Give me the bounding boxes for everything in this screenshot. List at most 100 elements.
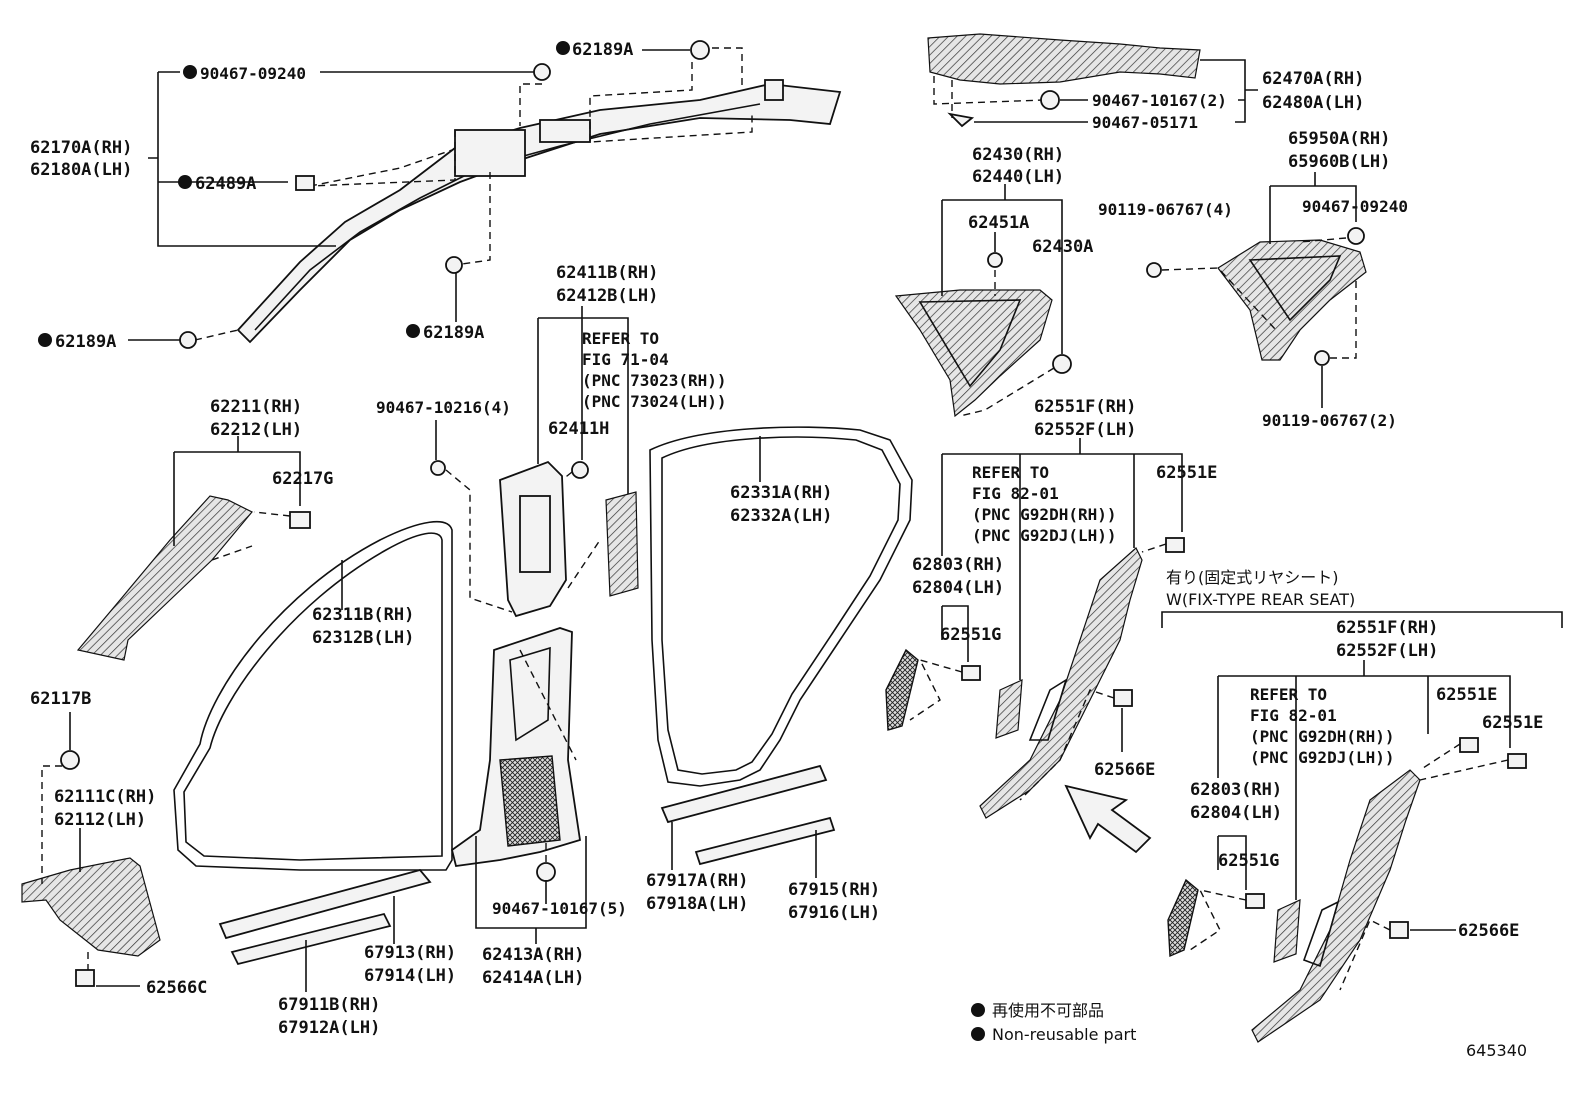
label-90467-10167-5[interactable]: 90467-10167(5) (492, 899, 627, 918)
label-90119-06767-4[interactable]: 90119-06767(4) (1098, 200, 1233, 219)
part-62331A-shape[interactable] (649, 426, 913, 787)
label-62212[interactable]: 62212(LH) (210, 420, 302, 440)
label-62551G-a[interactable]: 62551G (940, 625, 1001, 645)
label-62112[interactable]: 62112(LH) (54, 810, 146, 830)
clip-62551G-b-shape[interactable] (1245, 893, 1265, 909)
clip-62189A-top-shape[interactable] (690, 40, 710, 60)
clip-90467-10216-shape[interactable] (430, 460, 446, 476)
label-67915[interactable]: 67915(RH) (788, 880, 880, 900)
label-62803-b[interactable]: 62803(RH) (1190, 780, 1282, 800)
clip-62551E-a-shape[interactable] (1165, 537, 1185, 553)
clip-62217G-shape[interactable] (289, 511, 311, 529)
label-90467-09240-right[interactable]: 90467-09240 (1302, 197, 1408, 216)
label-62414A[interactable]: 62414A(LH) (482, 968, 584, 988)
label-62312B[interactable]: 62312B(LH) (312, 628, 414, 648)
label-67918A[interactable]: 67918A(LH) (646, 894, 748, 914)
label-62411H[interactable]: 62411H (548, 419, 609, 439)
part-62803-a-shape[interactable] (885, 648, 919, 731)
clip-62566C-shape[interactable] (75, 969, 95, 987)
clip-62551E-b1-shape[interactable] (1459, 737, 1479, 753)
label-62217G[interactable]: 62217G (272, 469, 333, 489)
label-62551E-b1[interactable]: 62551E (1436, 685, 1497, 705)
part-refer-71-04-shape[interactable] (605, 491, 639, 597)
label-62117B[interactable]: 62117B (30, 689, 91, 709)
label-62551F-a[interactable]: 62551F(RH) (1034, 397, 1136, 417)
clip-62451A-shape[interactable] (987, 252, 1003, 268)
label-62480A[interactable]: 62480A(LH) (1262, 93, 1364, 113)
clip-62189A-mid-shape[interactable] (445, 256, 463, 274)
clip-62117B-shape[interactable] (60, 750, 80, 770)
label-62552F-a[interactable]: 62552F(LH) (1034, 420, 1136, 440)
part-67915-shape[interactable] (694, 816, 836, 866)
label-62551G-b[interactable]: 62551G (1218, 851, 1279, 871)
label-65950A[interactable]: 65950A(RH) (1288, 129, 1390, 149)
part-refer-82-01-b-shape[interactable] (1273, 899, 1301, 963)
roof-side-garnish[interactable] (236, 83, 842, 344)
label-65960B[interactable]: 65960B(LH) (1288, 152, 1390, 172)
clip-90467-10167-5-shape[interactable] (536, 862, 556, 882)
label-62189A-mid[interactable]: 62189A (423, 323, 484, 343)
label-62430[interactable]: 62430(RH) (972, 145, 1064, 165)
label-62412B[interactable]: 62412B(LH) (556, 286, 658, 306)
clip-90467-10167-2-shape[interactable] (1040, 90, 1060, 110)
screw-90119-06767-2-shape[interactable] (1314, 350, 1330, 366)
label-62413A[interactable]: 62413A(RH) (482, 945, 584, 965)
clip-62189A-left-shape[interactable] (179, 331, 197, 349)
label-62451A[interactable]: 62451A (968, 213, 1029, 233)
label-62411B[interactable]: 62411B(RH) (556, 263, 658, 283)
label-67916[interactable]: 67916(LH) (788, 903, 880, 923)
clip-90467-05171-shape[interactable] (947, 112, 975, 128)
part-62311B-shape[interactable] (173, 520, 453, 871)
label-62211[interactable]: 62211(RH) (210, 397, 302, 417)
label-62566E-b[interactable]: 62566E (1458, 921, 1519, 941)
clip-90467-09240-right-shape[interactable] (1347, 227, 1365, 245)
clip-62551G-a-shape[interactable] (961, 665, 981, 681)
part-67911B-shape[interactable] (230, 912, 392, 966)
label-67912A[interactable]: 67912A(LH) (278, 1018, 380, 1038)
label-67917A[interactable]: 67917A(RH) (646, 871, 748, 891)
label-62804-b[interactable]: 62804(LH) (1190, 803, 1282, 823)
label-90467-10216[interactable]: 90467-10216(4) (376, 398, 511, 417)
label-67914[interactable]: 67914(LH) (364, 966, 456, 986)
part-67913-shape[interactable] (218, 868, 432, 940)
label-62180A[interactable]: 62180A(LH) (30, 160, 132, 180)
part-62470A-shape[interactable] (927, 33, 1201, 85)
label-62552F-b[interactable]: 62552F(LH) (1336, 641, 1438, 661)
clip-62489A-shape[interactable] (295, 175, 315, 191)
part-refer-82-01-a-shape[interactable] (995, 679, 1023, 739)
label-62566C[interactable]: 62566C (146, 978, 207, 998)
label-62189A-top[interactable]: 62189A (572, 40, 633, 60)
label-67913[interactable]: 67913(RH) (364, 943, 456, 963)
label-62311B[interactable]: 62311B(RH) (312, 605, 414, 625)
label-90467-10167-2[interactable]: 90467-10167(2) (1092, 91, 1227, 110)
part-67917A-shape[interactable] (660, 764, 828, 824)
part-62803-b-shape[interactable] (1167, 878, 1199, 958)
label-90467-05171[interactable]: 90467-05171 (1092, 113, 1198, 132)
clip-62411H-shape[interactable] (571, 461, 589, 479)
label-62551F-b[interactable]: 62551F(RH) (1336, 618, 1438, 638)
part-62111C-shape[interactable] (21, 857, 161, 957)
label-62551E-b2[interactable]: 62551E (1482, 713, 1543, 733)
label-62489A[interactable]: 62489A (195, 174, 256, 194)
label-62111C[interactable]: 62111C(RH) (54, 787, 156, 807)
label-62430A[interactable]: 62430A (1032, 237, 1093, 257)
label-62170A[interactable]: 62170A(RH) (30, 138, 132, 158)
label-62804-a[interactable]: 62804(LH) (912, 578, 1004, 598)
label-62566E-a[interactable]: 62566E (1094, 760, 1155, 780)
part-65950A-shape[interactable] (1217, 239, 1367, 361)
clip-62566E-a-shape[interactable] (1113, 689, 1133, 707)
label-90467-09240-top[interactable]: 90467-09240 (200, 64, 306, 83)
screw-90119-06767-4-shape[interactable] (1146, 262, 1162, 278)
label-62551E-a[interactable]: 62551E (1156, 463, 1217, 483)
clip-62430A-shape[interactable] (1052, 354, 1072, 374)
clip-62566E-b-shape[interactable] (1389, 921, 1409, 939)
clip-62551E-b2-shape[interactable] (1507, 753, 1527, 769)
part-62211-shape[interactable] (76, 495, 253, 661)
label-62470A[interactable]: 62470A(RH) (1262, 69, 1364, 89)
label-62332A[interactable]: 62332A(LH) (730, 506, 832, 526)
part-62430-shape[interactable] (894, 289, 1053, 418)
label-62189A-left[interactable]: 62189A (55, 332, 116, 352)
label-62331A[interactable]: 62331A(RH) (730, 483, 832, 503)
label-90119-06767-2[interactable]: 90119-06767(2) (1262, 411, 1397, 430)
label-67911B[interactable]: 67911B(RH) (278, 995, 380, 1015)
